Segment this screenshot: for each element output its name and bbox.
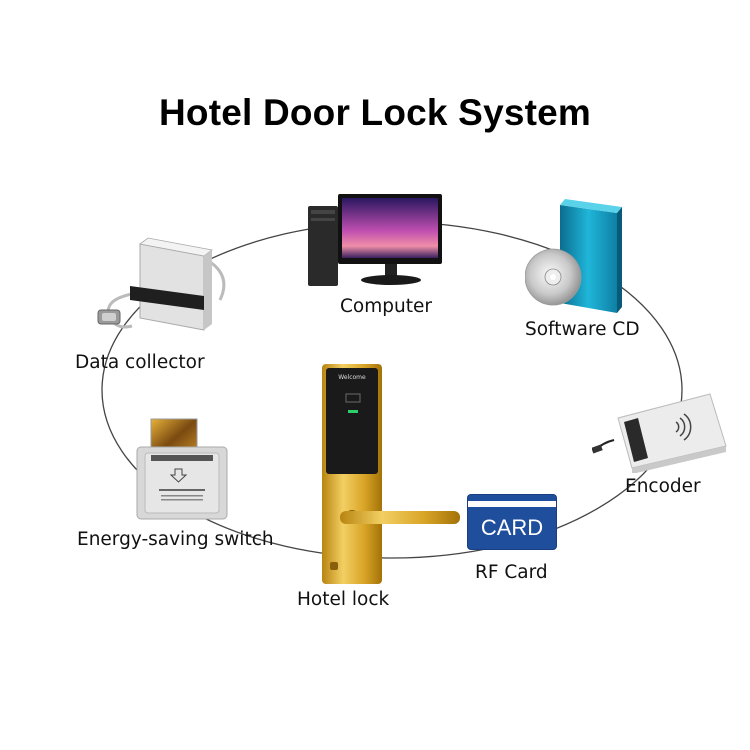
lock-panel-text: Welcome xyxy=(338,374,366,381)
energy-saving-switch-label: Energy-saving switch xyxy=(77,529,274,550)
hotel-lock-label: Hotel lock xyxy=(297,589,390,610)
software-cd-label: Software CD xyxy=(525,319,640,340)
card-encoder-icon xyxy=(592,393,727,473)
data-collector-icon xyxy=(97,237,226,331)
door-lock-icon xyxy=(322,364,460,584)
computer-icon xyxy=(308,194,442,286)
rf-card-icon: CARD xyxy=(468,495,556,549)
page-title: Hotel Door Lock System xyxy=(158,92,592,133)
data-collector-label: Data collector xyxy=(75,352,205,373)
software-cd-icon xyxy=(525,199,622,313)
energy-saving-switch-node[interactable]: Energy-saving switch xyxy=(76,415,286,555)
rf-card-label: RF Card xyxy=(475,562,548,583)
energy-switch-icon xyxy=(136,418,228,520)
computer-label: Computer xyxy=(340,296,432,317)
hotel-lock-node[interactable]: Welcome Hotel lock xyxy=(290,362,460,612)
rf-card-node[interactable]: CARD RF Card xyxy=(465,492,565,587)
encoder-label: Encoder xyxy=(625,476,701,497)
data-collector-node[interactable]: Data collector xyxy=(74,230,234,375)
software-cd-node[interactable]: Software CD xyxy=(525,195,655,345)
rf-card-text: CARD xyxy=(480,515,544,540)
encoder-node[interactable]: Encoder xyxy=(592,388,742,503)
computer-node[interactable]: Computer xyxy=(300,188,450,318)
